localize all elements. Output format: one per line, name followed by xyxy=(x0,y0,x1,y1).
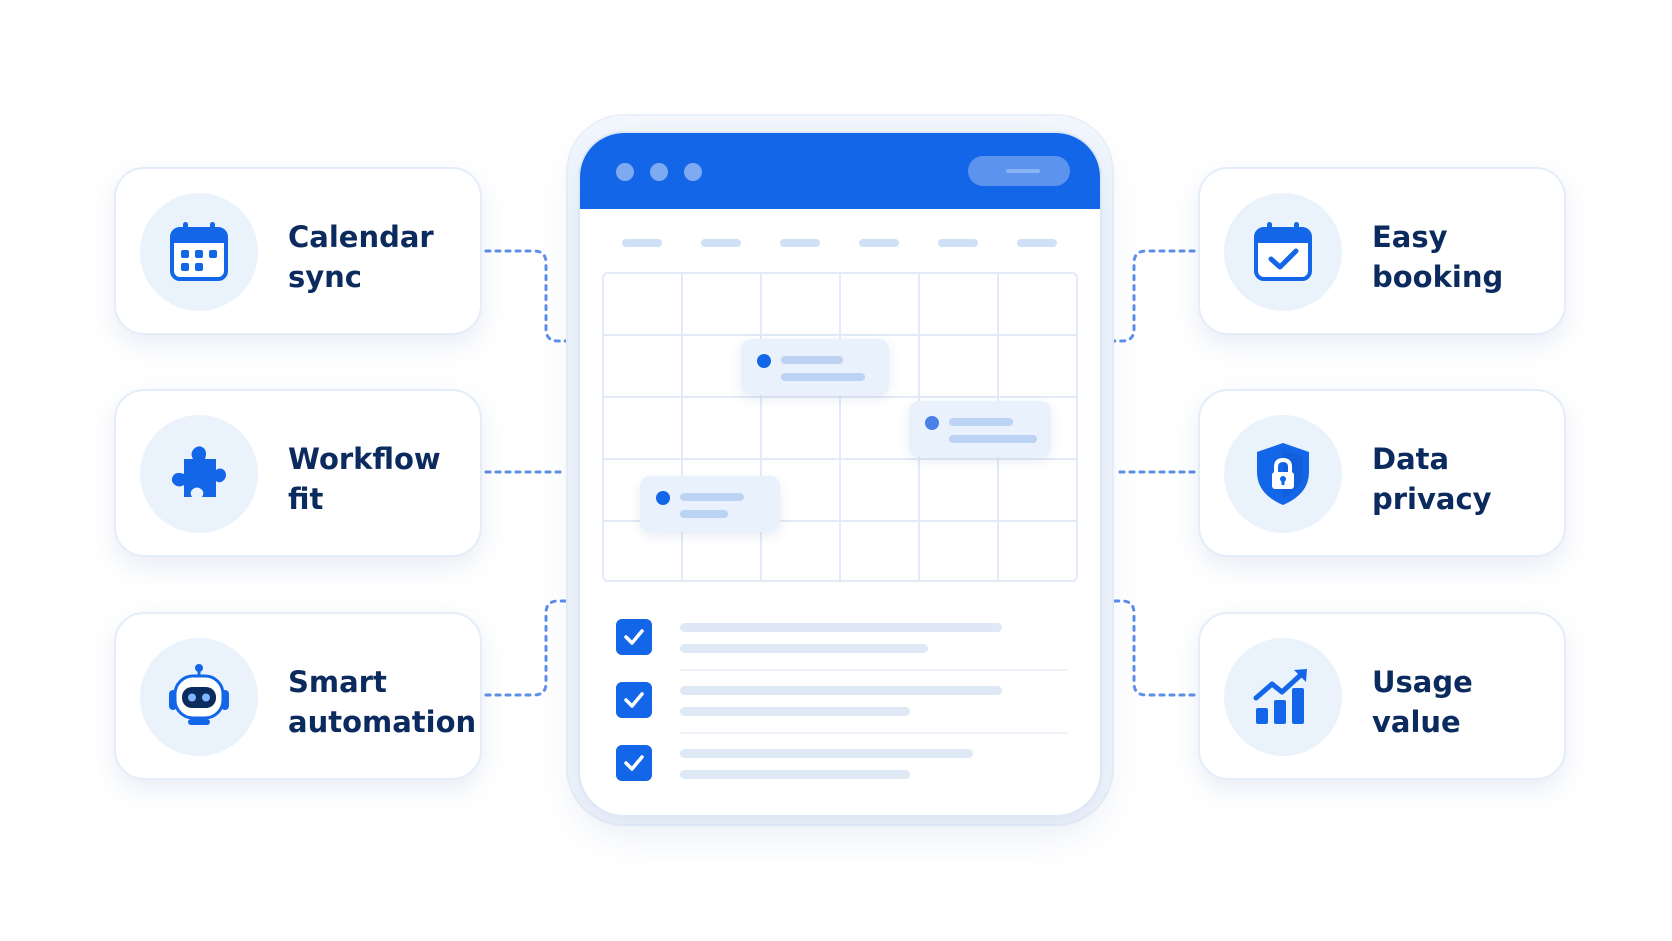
task-row xyxy=(616,619,1068,679)
task-row xyxy=(616,745,1064,805)
feature-label-line1: Data xyxy=(1372,442,1450,476)
feature-card-usage-value: Usage value xyxy=(1198,612,1566,780)
event-dot-icon xyxy=(925,416,939,430)
icon-badge xyxy=(140,638,258,756)
task-checkbox[interactable] xyxy=(616,619,652,655)
calendar-icon xyxy=(170,222,228,281)
calendar-check-icon xyxy=(1254,222,1312,281)
checkmark-icon xyxy=(624,629,644,645)
feature-label-line1: Usage xyxy=(1372,665,1473,699)
calendar-event[interactable] xyxy=(640,476,780,532)
feature-label-line1: Workflow xyxy=(288,442,441,476)
weekday-placeholder xyxy=(701,239,741,247)
window-dot-icon xyxy=(684,163,702,181)
growth-chart-icon xyxy=(1253,669,1307,724)
icon-badge xyxy=(1224,415,1342,533)
feature-label-line2: fit xyxy=(288,482,324,516)
feature-label-line2: privacy xyxy=(1372,482,1492,516)
icon-badge xyxy=(1224,193,1342,311)
feature-label-line2: booking xyxy=(1372,260,1504,294)
weekday-placeholder xyxy=(1017,239,1057,247)
calendar-event[interactable] xyxy=(741,339,889,395)
weekday-placeholder xyxy=(622,239,662,247)
feature-label: Data privacy xyxy=(1372,439,1558,519)
window-titlebar xyxy=(580,133,1100,209)
feature-card-data-privacy: Data privacy xyxy=(1198,389,1566,557)
feature-label: Workflow fit xyxy=(288,439,474,519)
event-dot-icon xyxy=(757,354,771,368)
task-checkbox[interactable] xyxy=(616,682,652,718)
puzzle-icon xyxy=(171,446,226,497)
connector-smart-automation xyxy=(484,599,568,697)
icon-badge xyxy=(140,415,258,533)
window-dot-icon xyxy=(616,163,634,181)
titlebar-pill-button[interactable] xyxy=(968,156,1070,186)
feature-label: Smart automation xyxy=(288,662,477,742)
icon-badge xyxy=(140,193,258,311)
feature-label-line1: Calendar xyxy=(288,220,434,254)
app-window xyxy=(578,131,1102,817)
feature-label-line1: Smart xyxy=(288,665,387,699)
weekday-placeholder xyxy=(780,239,820,247)
feature-label-line2: sync xyxy=(288,260,363,294)
feature-card-smart-automation: Smart automation xyxy=(114,612,482,780)
task-checkbox[interactable] xyxy=(616,745,652,781)
connector-calendar-sync xyxy=(484,249,568,343)
feature-label-line2: automation xyxy=(288,705,477,739)
robot-icon xyxy=(169,664,229,725)
weekday-placeholder xyxy=(859,239,899,247)
feature-label: Usage value xyxy=(1372,662,1558,742)
calendar-event[interactable] xyxy=(909,401,1051,457)
connector-easy-booking xyxy=(1112,249,1196,343)
feature-label-line2: value xyxy=(1372,705,1461,739)
event-dot-icon xyxy=(656,491,670,505)
feature-label: Easy booking xyxy=(1372,217,1558,297)
shield-lock-icon xyxy=(1257,443,1309,505)
icon-badge xyxy=(1224,638,1342,756)
feature-card-calendar-sync: Calendar sync xyxy=(114,167,482,335)
feature-label-line1: Easy xyxy=(1372,220,1448,254)
weekday-placeholder xyxy=(938,239,978,247)
checkmark-icon xyxy=(624,755,644,771)
connector-usage-value xyxy=(1112,599,1196,697)
feature-card-workflow-fit: Workflow fit xyxy=(114,389,482,557)
task-row xyxy=(616,682,1068,742)
checkmark-icon xyxy=(624,692,644,708)
window-dot-icon xyxy=(650,163,668,181)
feature-card-easy-booking: Easy booking xyxy=(1198,167,1566,335)
feature-label: Calendar sync xyxy=(288,217,474,297)
